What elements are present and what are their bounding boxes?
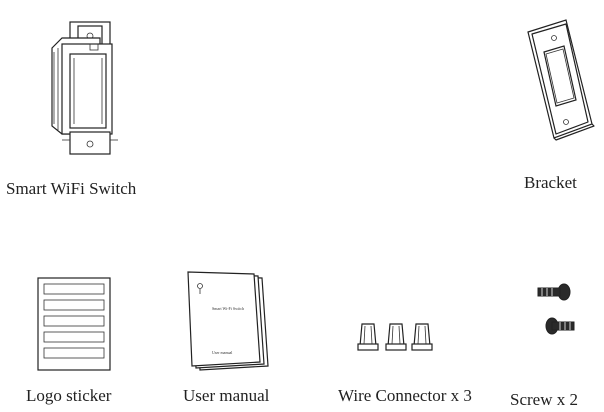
user-manual-label: User manual: [183, 386, 270, 405]
logo-sticker-sheet-icon: [37, 277, 111, 371]
logo-sticker-label: Logo sticker: [26, 386, 112, 405]
user-manual-booklet-icon: Smart Wi-Fi Switch User manual: [187, 271, 269, 371]
wire-connector-label: Wire Connector x 3: [338, 386, 472, 405]
bracket-label: Bracket: [524, 173, 577, 192]
manual-cover-footer: User manual: [212, 350, 233, 355]
wifi-switch-icon: [51, 21, 118, 155]
wire-nut-icon: [357, 323, 433, 351]
manual-cover-title: Smart Wi-Fi Switch: [212, 306, 244, 311]
wall-plate-icon: [527, 19, 595, 141]
screw-icon: [537, 283, 575, 335]
screw-label: Screw x 2: [510, 390, 578, 409]
switch-label: Smart WiFi Switch: [6, 179, 137, 198]
